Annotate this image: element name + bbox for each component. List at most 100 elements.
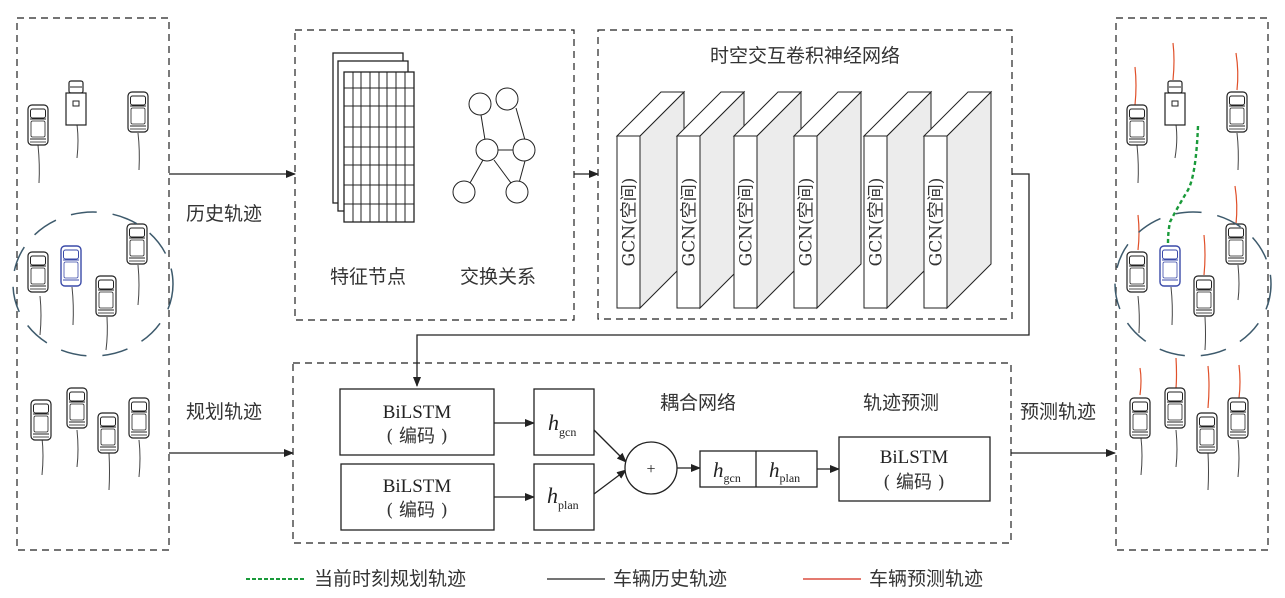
vehicle-icon [66,387,88,429]
predicted-trail [1139,367,1142,396]
decoder-title: BiLSTM [880,447,949,468]
history-trail [39,295,42,336]
plus-sign: + [646,461,655,478]
history-trail [138,439,141,478]
history-trail [1175,429,1178,468]
coupling-panel: BiLSTM ( 编码 ) BiLSTM ( 编码 ) hgcn hplan +… [292,362,1012,544]
graph-panel-border [294,29,575,321]
vehicle-icon [1126,251,1148,293]
predicted-trajectory-label: 预测轨迹 [1020,401,1096,423]
legend-history-label: 车辆历史轨迹 [613,568,727,590]
vehicle-icon [1193,275,1215,317]
decoder-subtitle: ( 编码 ) [883,472,945,493]
gcn-layer: GCN(空间) [792,90,863,310]
interaction-zone-circle [1114,211,1272,357]
ego-vehicle-icon [60,245,82,287]
predicted-trail [1234,185,1238,225]
legend-planned-label: 当前时刻规划轨迹 [314,568,466,590]
h-plan-box [533,463,595,531]
vehicle-icon [1164,387,1186,429]
concat-h-gcn: hgcn [713,458,741,485]
history-trail [1236,132,1239,171]
history-trail [76,124,79,159]
vehicle-icon [127,91,149,133]
gcn-to-encoder-arrow [413,173,1030,387]
vehicle-icon [1129,397,1151,439]
predicted-trail [1134,66,1137,106]
gcn-layer: GCN(空间) [615,90,686,310]
history-trail [137,264,140,306]
input-scene-border [16,17,170,551]
history-trail [1136,144,1139,184]
gcn-layer: GCN(空间) [922,90,993,310]
predicted-trail [1238,364,1241,399]
h-gcn-to-sum-arrow [593,429,627,463]
bilstm-encoder-top [339,388,495,456]
gcn-layer-label: GCN(空间) [620,178,640,267]
history-trail [137,132,140,171]
gcn-layer-label: GCN(空间) [797,178,817,267]
input-scene-panel [12,17,174,551]
planned-trajectory-label: 规划轨迹 [186,401,262,423]
vehicle-icon [1196,412,1218,454]
vehicle-icon [1227,397,1249,439]
history-trail [1237,439,1240,478]
vehicle-icon [128,397,150,439]
graph-construction-panel: 特征节点 交换关系 [294,29,575,321]
output-scene-border [1115,17,1269,551]
vehicle-icon [1225,223,1247,265]
interaction-zone-circle [12,211,174,357]
vehicle-icon [27,251,49,293]
concat-h-plan: hplan [769,458,800,485]
vehicle-icon [27,104,49,146]
vehicle-icon [1226,91,1248,133]
truck-icon [1164,80,1186,126]
concat-box [699,450,818,488]
truck-icon [65,80,87,126]
coupling-network-label: 耦合网络 [660,392,736,414]
encoder-top-title: BiLSTM [383,402,452,423]
feature-nodes-label: 特征节点 [330,266,406,288]
encoder-bottom-title: BiLSTM [383,476,452,497]
gcn-layer: GCN(空间) [732,90,803,310]
legend: 当前时刻规划轨迹 车辆历史轨迹 车辆预测轨迹 [246,568,983,590]
history-trail [105,316,108,351]
gcn-panel-title: 时空交互卷积神经网络 [710,45,900,67]
history-trail [1237,264,1240,301]
output-scene-panel [1114,17,1272,551]
predicted-trail [1175,357,1178,389]
gcn-panel: 时空交互卷积神经网络 GCN(空间)GCN(空间)GCN(空间)GCN(空间)G… [597,29,1013,320]
predicted-trail [1235,52,1239,91]
trajectory-prediction-label: 轨迹预测 [863,392,939,414]
vehicle-icon [30,399,52,441]
predicted-trail [1172,42,1175,81]
bilstm-decoder [838,436,991,502]
h-plan-to-sum-arrow [593,469,627,495]
planned-path [1166,125,1200,244]
interaction-graph-icon [452,87,536,204]
predicted-trail [1203,234,1206,276]
history-trail [1140,437,1143,476]
history-trail [1174,124,1178,159]
vehicle-icon [126,223,148,265]
gcn-layer-label: GCN(空间) [737,178,757,267]
bilstm-encoder-bottom [340,463,495,531]
feature-matrix-icon [332,52,415,223]
h-gcn-label: hgcn [548,410,576,439]
history-trail [1204,316,1206,351]
gcn-layer-label: GCN(空间) [927,178,947,267]
predicted-trail [1137,214,1140,251]
history-trail [37,144,40,184]
history-trail [1170,286,1173,326]
ego-vehicle-icon [1159,245,1181,287]
history-trail [1207,452,1209,491]
history-trail [76,429,79,468]
encoder-top-subtitle: ( 编码 ) [386,426,448,447]
history-trail [108,452,110,491]
predicted-trail [1207,365,1210,409]
h-plan-label: hplan [547,483,579,512]
h-gcn-box [533,388,595,456]
vehicle-icon [95,275,117,317]
vehicle-icon [97,412,119,454]
